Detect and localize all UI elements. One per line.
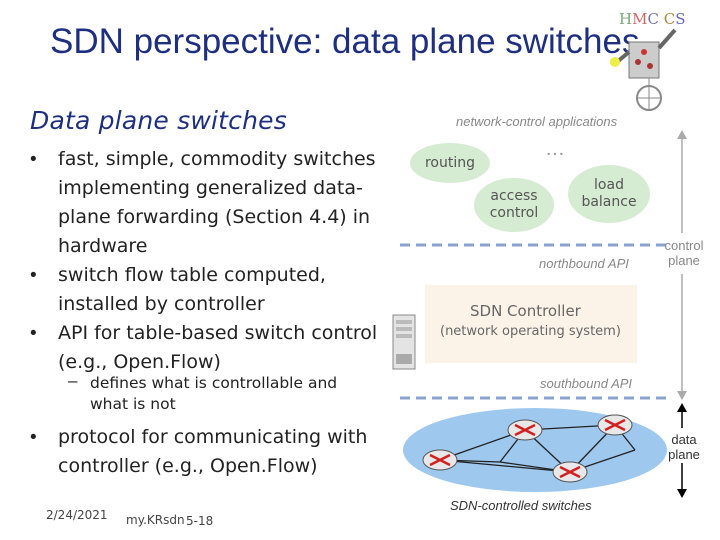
bullet-2-line: switch flow table computed, bbox=[58, 261, 326, 290]
arrow-up-icon bbox=[677, 130, 687, 139]
load-balance-app: load balance bbox=[568, 165, 650, 223]
northbound-api-label: northbound API bbox=[539, 256, 629, 271]
switch-icon bbox=[553, 462, 587, 482]
bullet-4-dot: • bbox=[30, 427, 37, 449]
arrow-up-icon bbox=[677, 403, 687, 412]
server-icon bbox=[392, 314, 416, 370]
bullet-2-line: installed by controller bbox=[58, 290, 326, 319]
switch-network bbox=[400, 405, 670, 495]
bullet-4: protocol for communicating with controll… bbox=[58, 423, 367, 481]
sub-bullet-line: what is not bbox=[90, 394, 337, 415]
sub-bullet: defines what is controllable and what is… bbox=[90, 373, 337, 415]
bullet-1-line: fast, simple, commodity switches bbox=[58, 145, 376, 174]
logo-text: HMC CS bbox=[619, 10, 685, 28]
bullet-3: API for table-based switch control (e.g.… bbox=[58, 319, 377, 377]
sub-bullet-dash: – bbox=[68, 371, 77, 391]
arrow-down-icon bbox=[677, 489, 687, 498]
bullet-1-line: plane forwarding (Section 4.4) in bbox=[58, 203, 376, 232]
access-control-label-line: control bbox=[490, 205, 539, 222]
sdn-controller-subtitle: (network operating system) bbox=[440, 324, 621, 339]
data-plane-label: data plane bbox=[662, 432, 706, 462]
switch-icon bbox=[508, 420, 542, 440]
northbound-divider bbox=[400, 240, 670, 250]
sdn-controller-title: SDN Controller bbox=[470, 302, 581, 320]
load-balance-label-line: load bbox=[581, 177, 636, 194]
footer-date: 2/24/2021 bbox=[46, 508, 108, 522]
southbound-api-label: southbound API bbox=[540, 376, 632, 391]
bullet-1-dot: • bbox=[30, 149, 37, 171]
data-plane-label-line: data bbox=[662, 432, 706, 447]
load-balance-label-line: balance bbox=[581, 194, 636, 211]
bullet-3-dot: • bbox=[30, 323, 37, 345]
switch-icon bbox=[423, 450, 457, 470]
sdn-controlled-switches-label: SDN-controlled switches bbox=[450, 498, 592, 513]
footer-author: my.KRsdn bbox=[126, 513, 185, 527]
southbound-divider bbox=[400, 393, 670, 403]
bullet-3-line: API for table-based switch control bbox=[58, 319, 377, 348]
bullet-1-line: implementing generalized data- bbox=[58, 174, 376, 203]
bullet-1-line: hardware bbox=[58, 232, 376, 261]
switch-icon bbox=[598, 415, 632, 435]
ellipsis: … bbox=[545, 138, 565, 161]
bullet-2-dot: • bbox=[30, 265, 37, 287]
sub-bullet-line: defines what is controllable and bbox=[90, 373, 337, 394]
data-plane-label-line: plane bbox=[662, 447, 706, 462]
routing-app-label: routing bbox=[425, 155, 475, 172]
routing-app: routing bbox=[410, 143, 490, 183]
arrow-down-icon bbox=[677, 391, 687, 400]
access-control-label-line: access bbox=[490, 188, 539, 205]
control-plane-label: control plane bbox=[662, 238, 706, 268]
access-control-app: access control bbox=[474, 178, 554, 232]
footer-page-number: 5-18 bbox=[186, 514, 213, 528]
bullet-4-line: protocol for communicating with bbox=[58, 423, 367, 452]
hmc-cs-robot-logo: HMC CS bbox=[605, 4, 685, 112]
control-plane-label-line: control bbox=[662, 238, 706, 253]
page-title: SDN perspective: data plane switches bbox=[50, 22, 639, 62]
bullet-1: fast, simple, commodity switches impleme… bbox=[58, 145, 376, 261]
bullet-4-line: controller (e.g., Open.Flow) bbox=[58, 452, 367, 481]
bullet-2: switch flow table computed, installed by… bbox=[58, 261, 326, 319]
section-heading: Data plane switches bbox=[30, 106, 287, 135]
control-plane-label-line: plane bbox=[662, 253, 706, 268]
network-control-apps-label: network-control applications bbox=[456, 114, 617, 129]
